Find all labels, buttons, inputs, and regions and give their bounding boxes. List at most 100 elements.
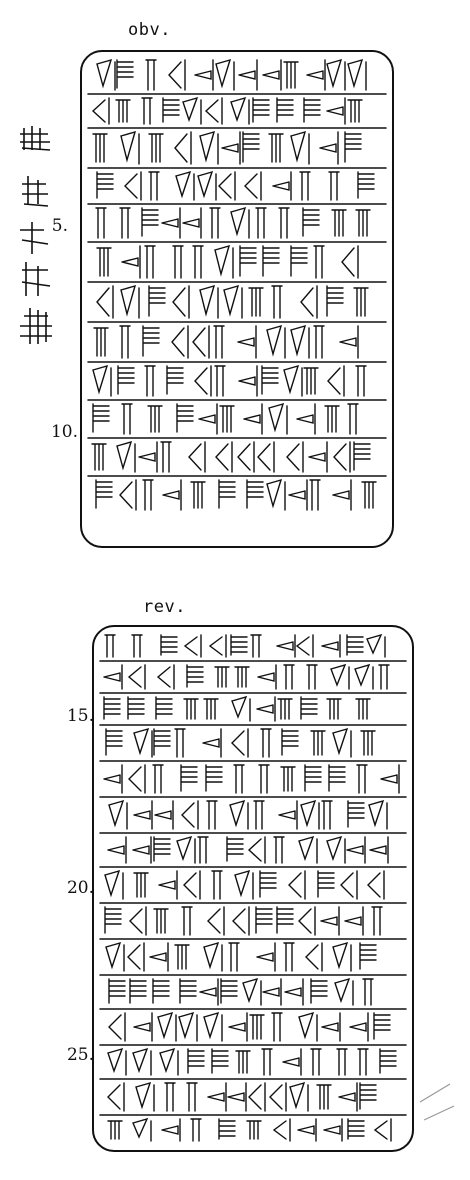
cuneiform-sign [158, 870, 178, 900]
cuneiform-sign [103, 764, 123, 794]
cuneiform-sign [246, 1120, 262, 1140]
cuneiform-sign [290, 324, 310, 359]
cuneiform-sign [198, 403, 218, 435]
cuneiform-sign [333, 441, 351, 473]
cuneiform-sign [96, 58, 116, 91]
cuneiform-sign [268, 402, 288, 435]
cuneiform-sign [283, 664, 295, 690]
cuneiform-sign [286, 441, 304, 473]
cuneiform-sign [117, 365, 135, 395]
cuneiform-sign [211, 870, 223, 900]
cuneiform-sign [231, 695, 251, 722]
cuneiform-sign [160, 441, 172, 473]
cuneiform-sign [257, 441, 275, 473]
cuneiform-sign [144, 365, 156, 397]
cuneiform-sign [148, 133, 164, 163]
cuneiform-sign [230, 206, 250, 239]
cuneiform-sign [166, 365, 184, 395]
cuneiform-sign [321, 634, 341, 658]
cuneiform-sign [320, 906, 340, 936]
cuneiform-sign [148, 171, 160, 201]
cuneiform-sign [108, 1012, 126, 1042]
cuneiform-sign [326, 698, 342, 720]
cuneiform-sign [300, 696, 318, 720]
cuneiform-sign [116, 59, 134, 89]
cuneiform-sign [257, 664, 277, 690]
cuneiform-sign [380, 764, 400, 794]
cuneiform-sign [91, 443, 107, 471]
cuneiform-sign [347, 1118, 365, 1140]
cuneiform-sign [103, 664, 123, 690]
cuneiform-sign [211, 1048, 229, 1074]
cuneiform-sign [192, 245, 204, 279]
cuneiform-sign [171, 325, 189, 359]
cuneiform-sign [326, 835, 346, 864]
cuneiform-sign [230, 96, 250, 125]
cuneiform-sign [161, 1118, 181, 1142]
cuneiform-sign [261, 365, 279, 395]
cuneiform-sign [115, 99, 131, 123]
cuneiform-sign [258, 764, 270, 794]
cuneiform-sign [180, 764, 198, 792]
cuneiform-sign [347, 58, 367, 91]
cuneiform-sign [309, 479, 321, 511]
cuneiform-sign [253, 800, 265, 830]
cuneiform-sign [330, 663, 350, 690]
cuneiform-sign [355, 209, 371, 237]
cuneiform-sign [328, 171, 340, 201]
cuneiform-sign [129, 906, 147, 936]
cuneiform-sign [231, 728, 249, 758]
reverse-line-number-15: 15. [66, 706, 94, 726]
cuneiform-sign [246, 479, 264, 509]
cuneiform-sign [133, 800, 153, 830]
cuneiform-sign [133, 727, 153, 758]
cuneiform-sign [344, 906, 364, 936]
cuneiform-sign [353, 441, 371, 471]
cuneiform-sign [238, 365, 258, 397]
cuneiform-sign [147, 405, 163, 433]
cuneiform-sign [242, 131, 260, 163]
cuneiform-sign [206, 800, 218, 830]
cuneiform-sign [300, 285, 318, 319]
cuneiform-sign [176, 835, 196, 864]
cuneiform-sign [92, 403, 110, 433]
cuneiform-sign [142, 479, 154, 511]
cuneiform-sign [172, 285, 190, 319]
margin-signs [14, 120, 58, 360]
cuneiform-sign [371, 906, 383, 936]
cuneiform-sign [283, 61, 299, 89]
cuneiform-sign [92, 133, 108, 163]
cuneiform-sign [341, 245, 359, 279]
cuneiform-sign [234, 869, 254, 900]
cuneiform-sign [326, 285, 344, 317]
cuneiform-sign [182, 207, 202, 239]
cuneiform-sign [215, 58, 235, 91]
cuneiform-sign [349, 1012, 369, 1042]
cuneiform-sign [107, 1047, 127, 1076]
cuneiform-sign [332, 727, 352, 758]
cuneiform-sign [199, 130, 219, 165]
cuneiform-sign [133, 872, 149, 898]
cuneiform-sign [205, 764, 223, 792]
cuneiform-sign [107, 836, 127, 864]
cuneiform-sign [119, 325, 131, 359]
cuneiform-sign [233, 764, 245, 794]
cuneiform-sign [154, 800, 174, 830]
cuneiform-sign [127, 942, 145, 972]
cuneiform-sign [326, 58, 346, 91]
cuneiform-sign [104, 869, 124, 900]
cuneiform-sign [256, 942, 276, 972]
cuneiform-sign [242, 977, 262, 1006]
cuneiform-sign [132, 1047, 152, 1076]
cuneiform-sign [120, 284, 140, 319]
cuneiform-sign [187, 1048, 205, 1074]
cuneiform-sign [308, 441, 328, 473]
cuneiform-sign [276, 97, 294, 123]
cuneiform-sign [289, 1081, 309, 1112]
cuneiform-sign [310, 730, 326, 756]
cuneiform-sign [138, 441, 158, 473]
cuneiform-sign [277, 698, 293, 720]
cuneiform-sign [338, 1082, 358, 1112]
cuneiform-sign [260, 728, 272, 758]
cuneiform-sign [356, 764, 368, 794]
